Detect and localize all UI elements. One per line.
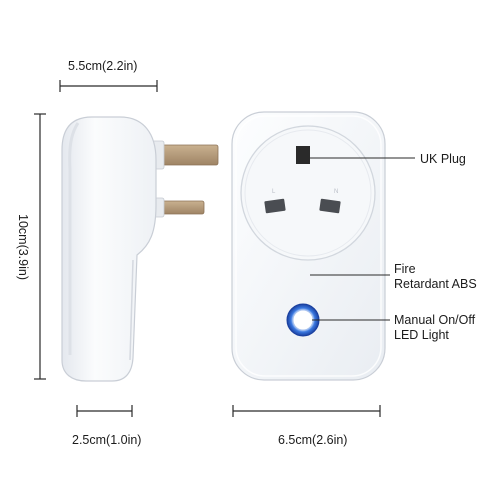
callout-lines xyxy=(310,157,415,321)
callout-material-line1: Fire xyxy=(394,262,416,276)
front-view: L N xyxy=(231,111,386,381)
dimension-lines xyxy=(34,80,381,417)
callout-uk-plug: UK Plug xyxy=(420,152,466,166)
svg-text:N: N xyxy=(334,189,338,195)
dimension-label-width-bottom: 6.5cm(2.6in) xyxy=(278,433,348,447)
dimension-label-height: 10cm(3.9in) xyxy=(16,214,30,280)
side-body xyxy=(61,116,157,382)
side-view xyxy=(61,116,219,382)
socket-slot-live xyxy=(264,198,286,214)
plug-pin-bottom xyxy=(157,200,205,215)
callout-switch: Manual On/Off LED Light xyxy=(394,313,475,343)
dimension-label-depth-bottom: 2.5cm(1.0in) xyxy=(72,433,142,447)
socket-slot-neutral xyxy=(319,198,341,214)
svg-text:L: L xyxy=(272,189,276,195)
dimension-label-depth-top: 5.5cm(2.2in) xyxy=(68,59,138,73)
callout-switch-line2: LED Light xyxy=(394,328,449,342)
callout-material: Fire Retardant ABS xyxy=(394,262,477,292)
callout-switch-line1: Manual On/Off xyxy=(394,313,476,327)
socket-slot-earth xyxy=(296,146,310,164)
socket-face xyxy=(240,125,376,261)
plug-pin-top xyxy=(157,144,219,166)
callout-material-line2: Retardant ABS xyxy=(394,277,477,291)
